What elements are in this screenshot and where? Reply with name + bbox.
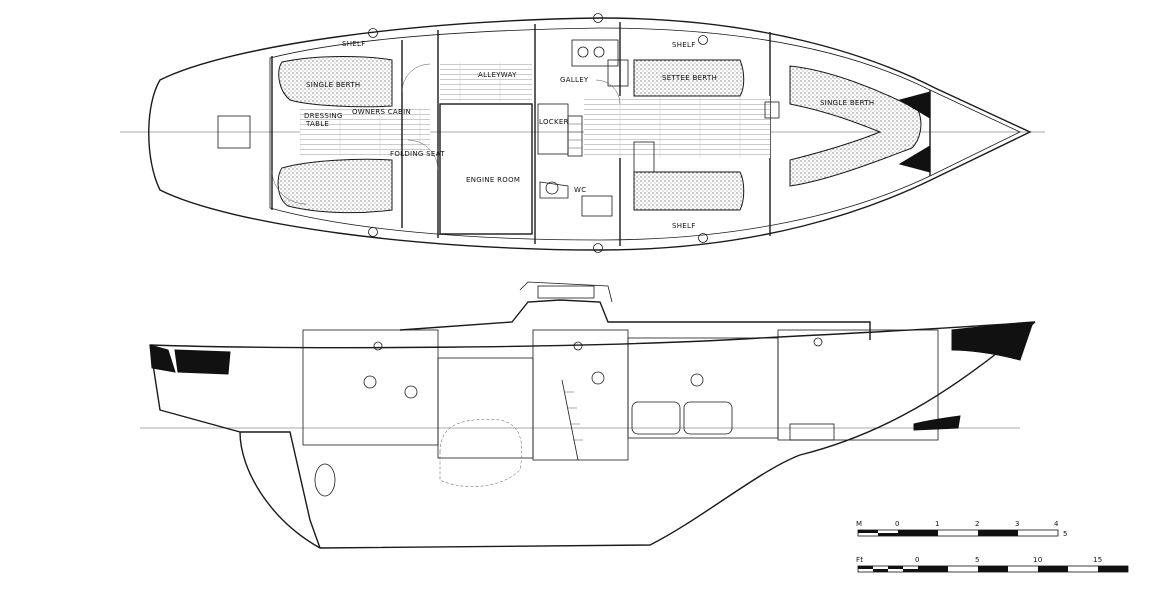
stanchion-2	[593, 13, 603, 23]
porthole-2	[404, 385, 418, 399]
forward-v-berth	[789, 65, 922, 187]
porthole-1	[363, 375, 377, 389]
stove-burner-1	[577, 46, 589, 58]
stanchion-1	[368, 28, 378, 38]
plan-hull-outline	[148, 17, 1032, 251]
label-locker: LOCKER	[539, 118, 569, 126]
label-galley: GALLEY	[560, 76, 589, 84]
deck-vent-2	[573, 341, 583, 351]
stern-solid	[149, 344, 176, 373]
saloon-table-leaf	[633, 141, 655, 173]
aft-berth-port	[278, 56, 393, 108]
bow-solid	[951, 321, 1034, 361]
cabin-trunk	[399, 299, 871, 340]
metric-scale: M 0 1 2 3 4 5	[856, 520, 1068, 538]
profile-view	[140, 281, 1036, 549]
imperial-scale-unit: Ft	[856, 556, 863, 564]
metric-scale-unit: M	[856, 520, 862, 528]
engine-space-block	[437, 357, 534, 459]
door-arc-3	[595, 79, 621, 105]
imperial-scale-0: 0	[915, 556, 920, 564]
stanchion-4	[368, 227, 378, 237]
stove-burner-2	[593, 46, 605, 58]
metric-scale-5: 5	[1063, 530, 1068, 538]
fwd-bunk	[789, 423, 835, 441]
plan-hatch-aft	[217, 115, 251, 149]
deck-vent-1	[373, 341, 383, 351]
label-folding-seat: FOLDING SEAT	[390, 150, 445, 158]
imperial-scale-5: 5	[975, 556, 980, 564]
doghouse-window	[537, 285, 595, 299]
label-shelf-fwd-bottom: SHELF	[672, 222, 696, 230]
label-table: TABLE	[305, 120, 329, 128]
imperial-scale-10: 10	[1033, 556, 1043, 564]
saloon-block	[627, 337, 779, 439]
stanchion-3	[698, 35, 708, 45]
label-shelf-fwd-top: SHELF	[672, 41, 696, 49]
label-alleyway: ALLEYWAY	[478, 71, 517, 79]
deck-vent-3	[813, 337, 823, 347]
propeller-aperture	[314, 463, 336, 497]
plan-view: SHELF SINGLE BERTH DRESSING TABLE OWNERS…	[120, 13, 1045, 253]
owners-cabin-sole	[300, 108, 430, 156]
wc-bowl	[539, 181, 569, 199]
label-settee-berth: SETTEE BERTH	[662, 74, 717, 82]
metric-scale-2: 2	[975, 520, 980, 528]
label-single-berth-aft: SINGLE BERTH	[306, 81, 360, 89]
label-dressing: DRESSING	[304, 112, 343, 120]
label-owners-cabin: OWNERS CABIN	[352, 108, 411, 116]
engine-outline	[439, 419, 523, 487]
label-single-berth-fwd: SINGLE BERTH	[820, 99, 874, 107]
alleyway-sole	[440, 62, 532, 102]
engine-room-box	[439, 103, 533, 235]
stanchion-5	[593, 243, 603, 253]
door-arc-2	[407, 139, 439, 171]
forefoot-solid	[913, 415, 961, 431]
rudder-skeg	[240, 431, 321, 549]
porthole-4	[690, 373, 704, 387]
doghouse-roof	[519, 281, 613, 303]
imperial-scale: Ft 0 5 10 15	[856, 556, 1129, 573]
galley-sink	[607, 59, 629, 87]
forecabin-block	[777, 329, 939, 441]
metric-scale-1: 1	[935, 520, 940, 528]
porthole-3	[591, 371, 605, 385]
plan-hull-inner	[269, 27, 1021, 241]
label-shelf-aft: SHELF	[342, 40, 366, 48]
door-arc-1	[401, 63, 431, 93]
settee-cushion-1	[631, 401, 681, 435]
settee-berth-port	[633, 59, 745, 97]
profile-steps	[561, 379, 583, 461]
wc-basin	[581, 195, 613, 217]
label-engine-room: ENGINE ROOM	[466, 176, 520, 184]
profile-sheer	[149, 321, 1036, 349]
settee-berth-starboard	[633, 171, 745, 211]
imperial-scale-15: 15	[1093, 556, 1103, 564]
companion-steps	[567, 115, 583, 157]
metric-scale-0: 0	[895, 520, 900, 528]
metric-scale-4: 4	[1054, 520, 1059, 528]
scale-bars: M 0 1 2 3 4 5 Ft 0 5 10 15	[856, 520, 1129, 573]
saloon-sole	[584, 96, 770, 158]
stanchion-6	[698, 233, 708, 243]
forepeak-solid-stbd	[898, 145, 931, 173]
settee-cushion-2	[683, 401, 733, 435]
locker-box	[537, 103, 569, 155]
stern-counter-solid	[174, 349, 231, 375]
aft-berth-starboard	[277, 158, 393, 214]
forepeak-solid-port	[898, 91, 931, 119]
galley-stove	[571, 39, 619, 67]
mast-step	[764, 101, 780, 119]
profile-hull-bottom	[149, 321, 1036, 549]
door-arc-4	[271, 169, 307, 205]
wc-toilet	[545, 181, 559, 195]
label-wc: WC	[574, 186, 586, 194]
metric-scale-3: 3	[1015, 520, 1020, 528]
